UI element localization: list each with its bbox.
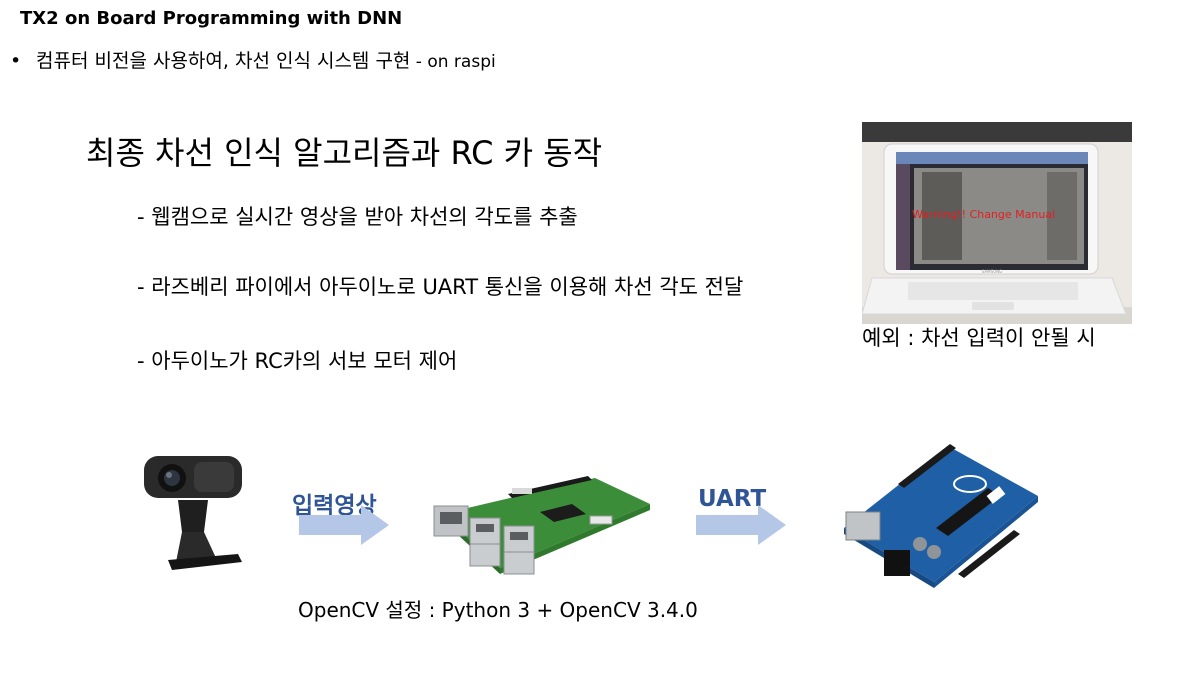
right-arrow-icon	[696, 505, 786, 545]
opencv-setup-caption: OpenCV 설정 : Python 3 + OpenCV 3.4.0	[298, 598, 698, 622]
laptop-illustration: Warning!! Change Manual SAMSUNG	[862, 122, 1132, 324]
laptop-photo: Warning!! Change Manual SAMSUNG	[862, 122, 1132, 324]
point-webcam: - 웹캠으로 실시간 영상을 받아 차선의 각도를 추출	[137, 205, 578, 229]
arduino-photo	[838, 432, 1042, 592]
warning-overlay-text: Warning!! Change Manual	[912, 208, 1055, 221]
laptop-brand-text: SAMSUNG	[982, 269, 1002, 274]
raspberry-pi-illustration	[433, 476, 650, 575]
webcam-photo	[138, 448, 248, 572]
arduino-illustration	[844, 444, 1038, 588]
webcam-illustration	[144, 456, 242, 570]
bullet-dot: •	[10, 50, 22, 72]
exception-note: 예외 : 차선 입력이 안될 시	[862, 326, 1096, 350]
section-title: 최종 차선 인식 알고리즘과 RC 카 동작	[86, 134, 603, 172]
intro-text: 컴퓨터 비전을 사용하여, 차선 인식 시스템 구현	[36, 50, 411, 72]
intro-suffix: - on raspi	[410, 52, 496, 72]
arrow-label-uart: UART	[698, 486, 767, 512]
right-arrow-icon	[299, 505, 389, 545]
slide-title: TX2 on Board Programming with DNN	[20, 8, 403, 29]
point-uart: - 라즈베리 파이에서 아두이노로 UART 통신을 이용해 차선 각도 전달	[137, 275, 744, 299]
intro-bullet: • 컴퓨터 비전을 사용하여, 차선 인식 시스템 구현 - on raspi	[10, 46, 496, 73]
point-servo: - 아두이노가 RC카의 서보 모터 제어	[137, 349, 458, 373]
raspberry-pi-photo	[420, 456, 660, 586]
